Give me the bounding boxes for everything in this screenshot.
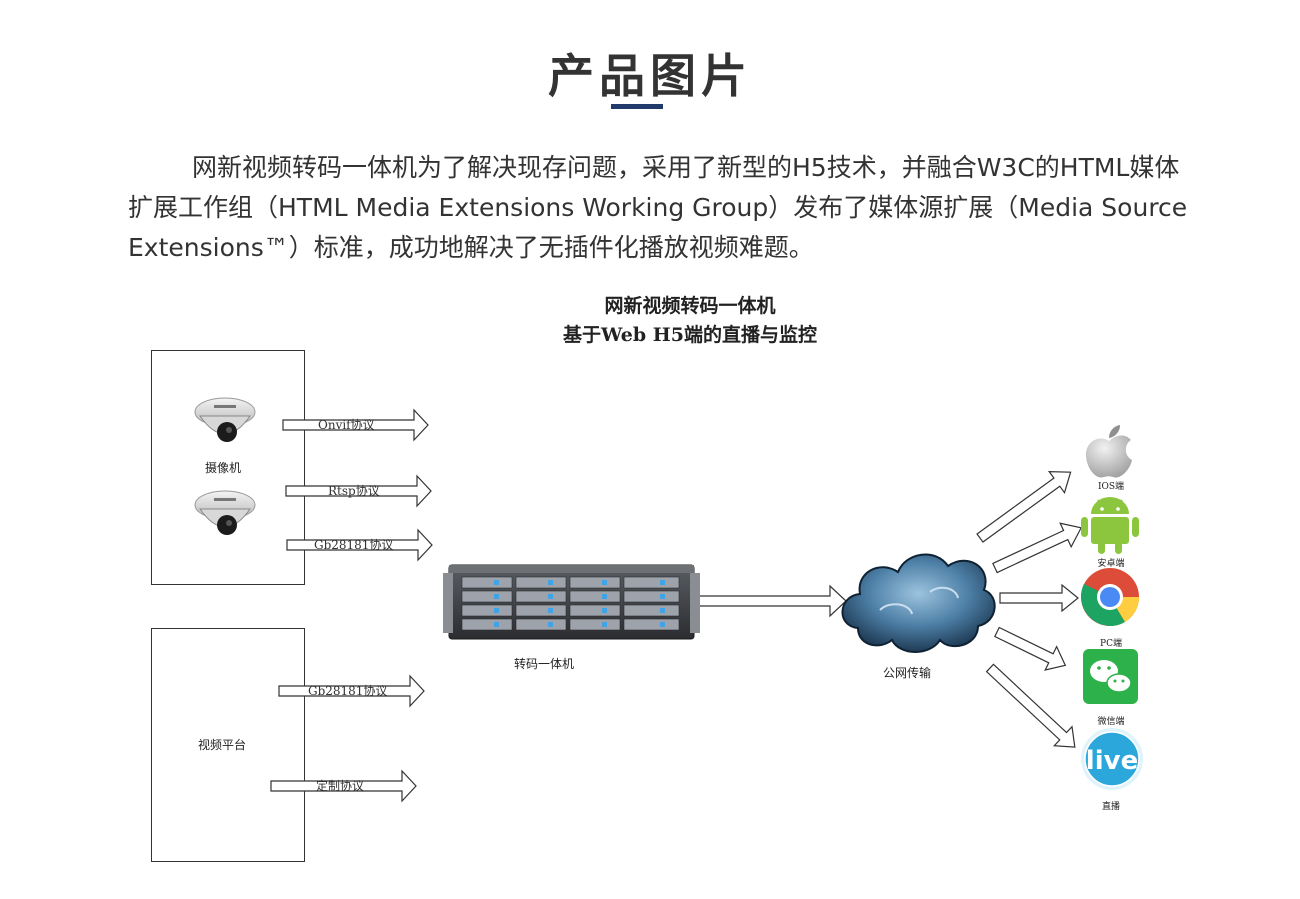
rtsp-arrow-label: Rtsp协议 [328,484,380,498]
gb28181-arrow-label-1: Gb28181协议 [314,538,394,552]
chrome-icon [1081,568,1140,626]
apple-icon [1085,425,1132,478]
camera-icon [193,391,258,449]
live-icon: live [1081,728,1143,790]
title-underline [611,104,663,109]
onvif-arrow-label: Onvif协议 [318,418,375,432]
arrow-to-pc [999,583,1079,613]
camera-label: 摄像机 [205,461,242,475]
server-label: 转码一体机 [514,657,575,671]
wechat-icon [1083,649,1138,704]
endpoint-label-ios: IOS端 [1097,482,1125,492]
diagram-title-line-2: 基于Web H5端的直播与监控 [563,324,817,346]
video-platform-box [151,628,305,862]
endpoint-label-android: 安卓端 [1097,559,1125,569]
custom-protocol-arrow-label: 定制协议 [316,779,365,793]
onvif-arrow [282,408,429,442]
diagram-title-line-1: 网新视频转码一体机 [604,295,776,317]
live-icon-text: live [1086,746,1138,776]
endpoint-label-pc: PC端 [1100,639,1122,649]
rtsp-arrow [285,474,432,508]
server-to-cloud-arrow [697,584,847,618]
video-platform-label: 视频平台 [198,738,247,752]
arrow-to-ios [976,471,1072,543]
arrow-to-wechat [994,626,1067,671]
arrow-to-android [992,522,1082,574]
cloud-label: 公网传输 [883,666,932,680]
android-icon [1081,497,1139,554]
server-icon [443,564,700,640]
arrow-to-live [985,663,1076,748]
gb28181-arrow-2 [278,674,425,708]
endpoint-label-live: 直播 [1101,802,1120,812]
cloud-icon [841,553,996,653]
camera-icon [193,486,258,544]
diagram-title: 网新视频转码一体机 基于Web H5端的直播与监控 [500,292,880,350]
camera-group-box [151,350,305,585]
custom-protocol-arrow [270,769,417,803]
gb28181-arrow-1 [286,528,433,562]
page-title: 产品图片 [548,49,752,103]
intro-paragraph: 网新视频转码一体机为了解决现存问题，采用了新型的H5技术，并融合W3C的HTML… [128,153,1188,262]
endpoint-label-wechat: 微信端 [1097,717,1125,727]
gb28181-arrow-label-2: Gb28181协议 [308,684,388,698]
